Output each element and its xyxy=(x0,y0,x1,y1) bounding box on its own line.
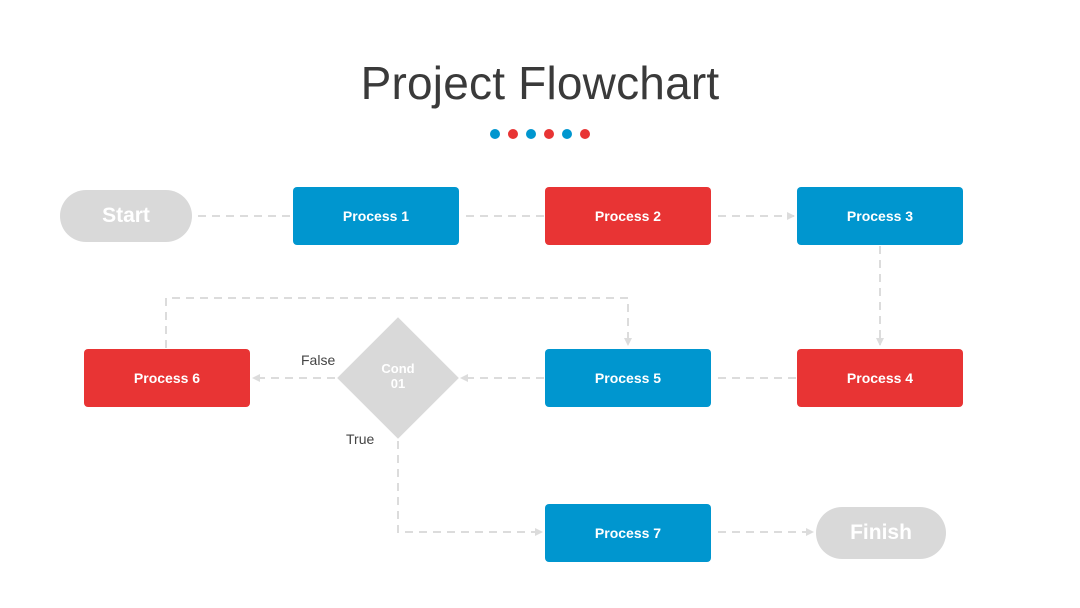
finish-node: Finish xyxy=(816,507,946,559)
process-6-node: Process 6 xyxy=(84,349,250,407)
title-dots xyxy=(0,129,1080,141)
condition-label-line-1: Cond xyxy=(381,361,415,376)
title-dot xyxy=(508,129,518,139)
start-node: Start xyxy=(60,190,192,242)
condition-label: Cond 01 xyxy=(337,361,459,391)
process-5-node: Process 5 xyxy=(545,349,711,407)
process-7-node: Process 7 xyxy=(545,504,711,562)
title-dot xyxy=(580,129,590,139)
true-branch-label: True xyxy=(346,431,375,447)
process-3-node: Process 3 xyxy=(797,187,963,245)
title-dot xyxy=(526,129,536,139)
title-dot xyxy=(562,129,572,139)
process-4-node: Process 4 xyxy=(797,349,963,407)
process-1-node: Process 1 xyxy=(293,187,459,245)
page-title: Project Flowchart xyxy=(360,57,720,109)
connector-cond-process7 xyxy=(397,441,543,536)
condition-node: Cond 01 xyxy=(337,317,459,439)
title-dot xyxy=(490,129,500,139)
process-2-node: Process 2 xyxy=(545,187,711,245)
condition-label-line-2: 01 xyxy=(390,376,406,391)
connector-process6-process5 xyxy=(165,297,632,348)
false-branch-label: False xyxy=(301,352,336,368)
title-dot xyxy=(544,129,554,139)
